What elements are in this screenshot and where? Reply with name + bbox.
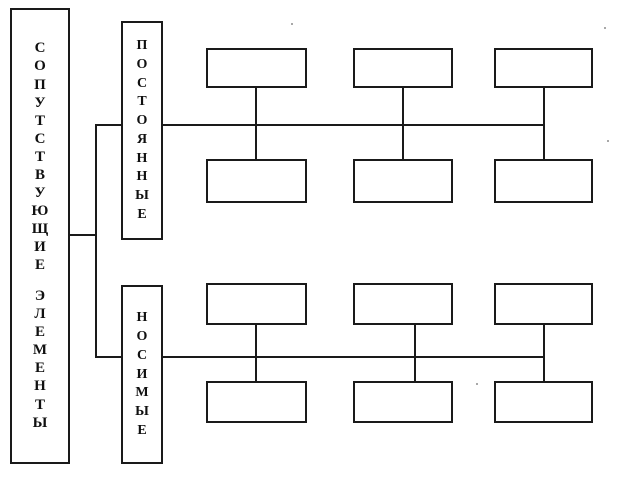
leaf-box-perm-r2-c3[interactable] — [494, 159, 593, 203]
root-letter: В — [34, 167, 45, 184]
branch-letter: Н — [136, 150, 148, 166]
branch-letter: Ы — [135, 188, 149, 204]
connector-perm-col2-up — [402, 88, 404, 126]
branch-letter: Н — [136, 310, 148, 326]
connector-perm-col1-up — [255, 88, 257, 126]
branch-letter: О — [136, 56, 148, 72]
root-node-label: С О П У Т С Т В У Ю Щ И Е Э Л Е М Е Н Т … — [32, 40, 49, 432]
scan-speck — [476, 383, 478, 385]
connector-wear-col2-up — [414, 325, 416, 358]
root-letter: Л — [34, 306, 46, 323]
scan-speck — [604, 27, 606, 29]
connector-wear-col3-down — [543, 356, 545, 383]
leaf-box-wear-r1-c1[interactable] — [206, 283, 307, 325]
branch-letter: Ы — [135, 404, 149, 420]
leaf-box-perm-r1-c2[interactable] — [353, 48, 453, 88]
root-letter: Щ — [31, 221, 49, 238]
root-letter: О — [34, 58, 46, 75]
root-letter: П — [34, 76, 46, 93]
connector-wear-col1-up — [255, 325, 257, 358]
scan-speck — [291, 23, 293, 25]
leaf-box-wear-r2-c2[interactable] — [353, 381, 453, 423]
branch-letter: Е — [137, 207, 147, 223]
branch-letter: О — [136, 113, 148, 129]
root-letter: Т — [34, 112, 45, 129]
connector-perm-col3-up — [543, 88, 545, 126]
connector-trunk-permanent — [163, 124, 545, 126]
branch-letter: М — [135, 385, 149, 401]
branch-letter: Н — [136, 169, 148, 185]
connector-to-permanent — [95, 124, 123, 126]
branch-letter: О — [136, 328, 148, 344]
root-letter: И — [34, 239, 46, 256]
root-letter: С — [34, 130, 46, 147]
branch-node-label-postoyannye: П О С Т О Я Н Н Ы Е — [135, 37, 149, 225]
root-letter: Е — [34, 324, 45, 341]
root-letter: Н — [34, 378, 46, 395]
connector-perm-col3-down — [543, 124, 545, 160]
connector-root-stub — [70, 234, 97, 236]
leaf-box-wear-r1-c2[interactable] — [353, 283, 453, 325]
root-letter: Е — [34, 257, 45, 274]
leaf-box-perm-r2-c2[interactable] — [353, 159, 453, 203]
connector-wear-col3-up — [543, 325, 545, 358]
root-letter: М — [32, 342, 48, 359]
branch-letter: С — [136, 347, 148, 363]
branch-letter: П — [136, 37, 148, 53]
root-letter: Ю — [31, 203, 49, 220]
root-letter: С — [34, 40, 46, 57]
root-letter: У — [34, 94, 46, 111]
branch-letter: Е — [137, 422, 147, 438]
leaf-box-wear-r1-c3[interactable] — [494, 283, 593, 325]
connector-trunk-wearable — [163, 356, 545, 358]
connector-branch-spine — [95, 124, 97, 358]
root-letter: Э — [34, 287, 46, 304]
connector-perm-col2-down — [402, 124, 404, 160]
connector-wear-col2-down — [414, 356, 416, 383]
root-letter: Е — [34, 360, 45, 377]
leaf-box-perm-r1-c3[interactable] — [494, 48, 593, 88]
root-node-soputstvuyushchie-elementy[interactable]: С О П У Т С Т В У Ю Щ И Е Э Л Е М Е Н Т … — [10, 8, 70, 464]
connector-wear-col1-down — [255, 356, 257, 383]
leaf-box-wear-r2-c1[interactable] — [206, 381, 307, 423]
branch-letter: Я — [136, 131, 148, 147]
root-letter: Т — [34, 396, 45, 413]
scan-speck — [607, 140, 609, 142]
leaf-box-perm-r2-c1[interactable] — [206, 159, 307, 203]
branch-letter: И — [136, 366, 148, 382]
branch-letter: Т — [137, 94, 147, 110]
root-letter: Ы — [32, 414, 48, 431]
leaf-box-wear-r2-c3[interactable] — [494, 381, 593, 423]
connector-perm-col1-down — [255, 124, 257, 160]
branch-node-nosimye[interactable]: Н О С И М Ы Е — [121, 285, 163, 464]
connector-to-wearable — [95, 356, 123, 358]
leaf-box-perm-r1-c1[interactable] — [206, 48, 307, 88]
branch-letter: С — [136, 75, 148, 91]
branch-node-label-nosimye: Н О С И М Ы Е — [135, 309, 149, 440]
branch-node-postoyannye[interactable]: П О С Т О Я Н Н Ы Е — [121, 21, 163, 240]
root-letter: У — [34, 185, 46, 202]
root-letter: Т — [34, 148, 45, 165]
